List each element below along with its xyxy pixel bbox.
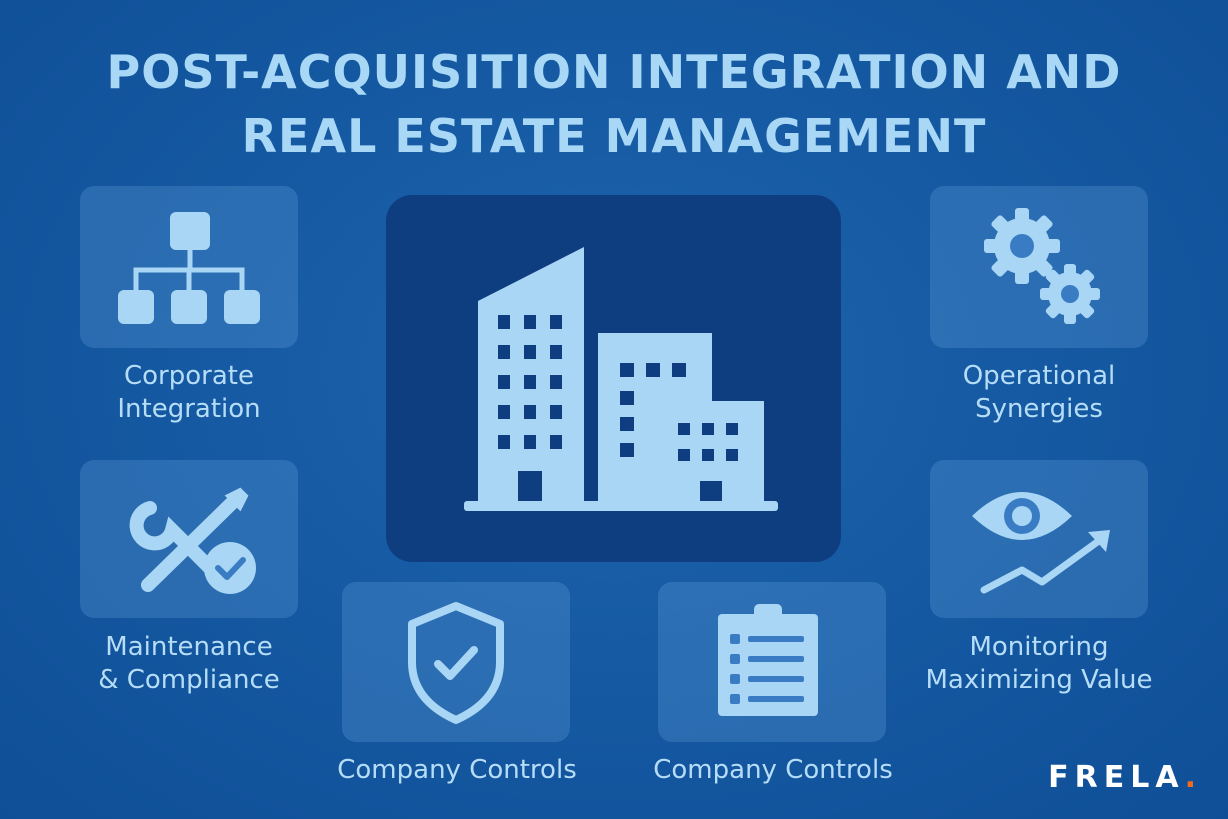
title-line-1: POST-ACQUISITION INTEGRATION AND	[106, 45, 1122, 99]
maintenance-compliance-label: Maintenance & Compliance	[98, 632, 280, 695]
office-buildings-icon	[464, 247, 778, 511]
company-controls-shield-tile	[342, 582, 570, 742]
page-title: POST-ACQUISITION INTEGRATION AND REAL ES…	[0, 40, 1228, 168]
company-controls-label-2: Company Controls	[653, 755, 893, 785]
company-controls-checklist-tile	[658, 582, 886, 742]
brand-logo: FRELA.	[1048, 760, 1196, 795]
org-chart-icon	[118, 212, 260, 324]
checklist-icon	[718, 604, 818, 716]
monitoring-value-label: Monitoring Maximizing Value	[925, 632, 1153, 695]
maintenance-compliance-tile	[80, 460, 298, 618]
corporate-integration-label: Corporate Integration	[117, 361, 261, 424]
company-controls-label-1: Company Controls	[337, 755, 577, 785]
title-line-2: REAL ESTATE MANAGEMENT	[241, 109, 987, 163]
monitoring-value-tile	[930, 460, 1148, 618]
operational-synergies-tile	[930, 186, 1148, 348]
gears-icon	[984, 208, 1100, 324]
center-panel	[386, 195, 841, 562]
wrench-screwdriver-icon	[129, 487, 256, 594]
eye-trend-icon	[972, 492, 1110, 594]
operational-synergies-label: Operational Synergies	[962, 361, 1116, 424]
shield-check-icon	[408, 602, 504, 724]
corporate-integration-tile	[80, 186, 298, 348]
